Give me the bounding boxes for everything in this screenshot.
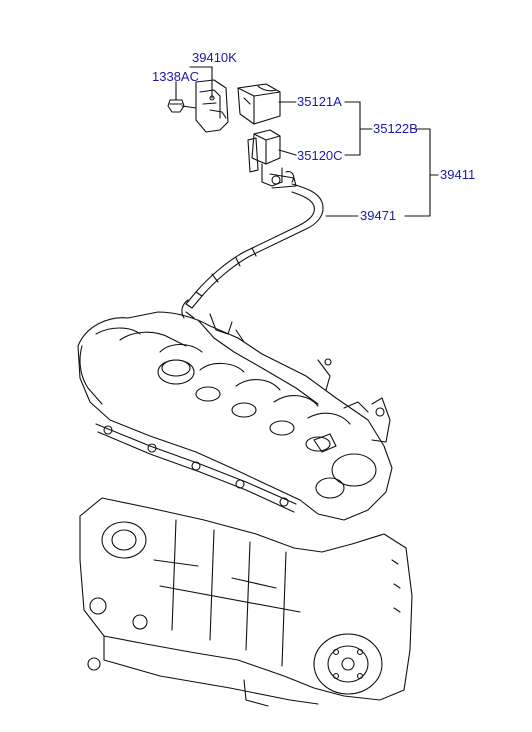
valve-cover [237, 83, 281, 125]
engine-cylinder-head [77, 311, 393, 521]
label-cover-part-number: 35121A [297, 94, 342, 109]
mounting-bracket [195, 79, 229, 133]
label-valve-part-number: 35120C [297, 148, 343, 163]
bolt [167, 99, 197, 113]
leader-lines [175, 66, 439, 217]
solenoid-valve [247, 129, 297, 189]
vacuum-hose [181, 183, 324, 319]
label-hose-part-number: 39471 [360, 208, 397, 223]
engine-block [79, 497, 413, 707]
label-bolt-part-number: 1338AC [152, 69, 199, 84]
label-bracket-part-number: 39410K [192, 50, 237, 65]
label-valve-assy-part-number: 35122B [373, 121, 418, 136]
label-harness-part-number: 39411 [440, 167, 476, 182]
